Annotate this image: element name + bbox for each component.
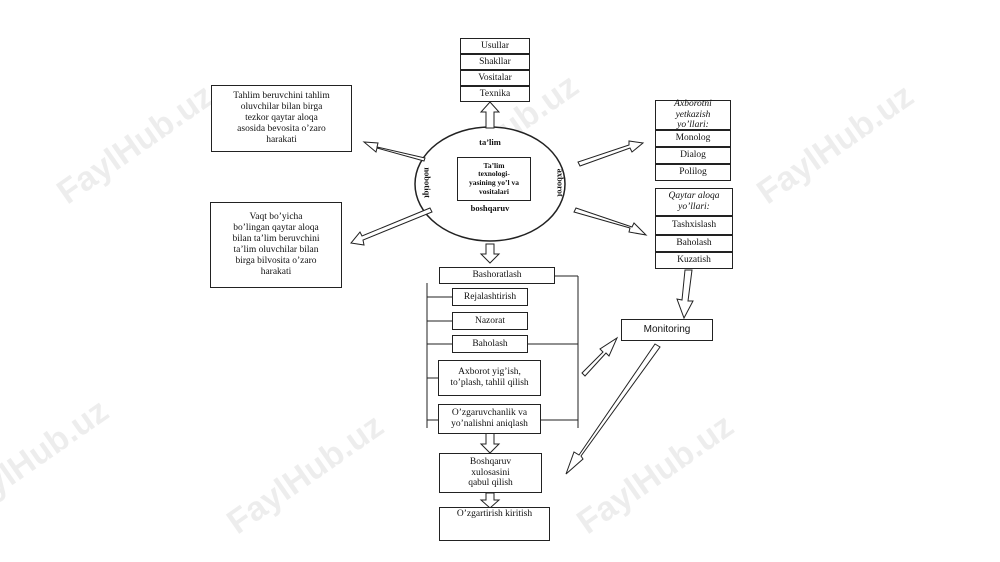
methods-item: Vositalar [460, 70, 530, 86]
feedback-item: Baholash [655, 235, 733, 252]
circle-center-box: Ta’lim texnologi- yasining yo’l va vosit… [457, 157, 531, 201]
methods-item: Texnika [460, 86, 530, 102]
arrow-down [479, 243, 501, 264]
arrow-lower-left [350, 207, 433, 246]
decision-box: Boshqaruv xulosasini qabul qilish [439, 453, 542, 493]
arrow-to-change [479, 492, 501, 509]
management-item: Baholash [452, 335, 528, 353]
management-item: O’zgaruvchanlik va yo’nalishni aniqlash [438, 404, 541, 434]
methods-item: Shakllar [460, 54, 530, 70]
arrow-monitoring-to-decision [565, 343, 661, 475]
circle-label-right: axborot [555, 168, 566, 197]
monitoring-box: Monitoring [621, 319, 713, 341]
circle-label-bottom: boshqaruv [470, 203, 510, 213]
feedback-item: Tashxislash [655, 216, 733, 235]
circle-label-top: ta’lim [479, 137, 501, 147]
management-item: Nazorat [452, 312, 528, 330]
methods-item: Usullar [460, 38, 530, 54]
arrow-lower-right [573, 207, 648, 236]
feedback-item: Kuzatish [655, 252, 733, 269]
arrow-axborot-to-monitoring [581, 336, 619, 377]
left-bottom-box: Vaqt bo’yicha bo’lingan qaytar aloqa bil… [210, 202, 342, 288]
delivery-title: Axborotni yetkazish yo’llari: [655, 99, 731, 130]
management-item: Rejalashtirish [452, 288, 528, 306]
delivery-item: Polilog [655, 164, 731, 181]
management-item: Axborot yig’ish, to’plash, tahlil qilish [438, 360, 541, 396]
arrow-upper-right [577, 140, 645, 167]
left-top-box: Tahlim beruvchini tahlim oluvchilar bila… [211, 85, 352, 152]
arrow-up [479, 101, 501, 129]
delivery-item: Monolog [655, 130, 731, 147]
arrow-upper-left [362, 141, 426, 162]
arrow-to-decision [479, 431, 501, 454]
feedback-title: Qaytar aloqa yo’llari: [655, 188, 733, 216]
delivery-item: Dialog [655, 147, 731, 164]
management-item: Bashoratlash [439, 267, 555, 284]
change-box: O’zgartirish kiritish [439, 507, 550, 541]
circle-label-left: nobotiqt [422, 167, 433, 199]
arrow-to-monitoring [676, 269, 694, 320]
